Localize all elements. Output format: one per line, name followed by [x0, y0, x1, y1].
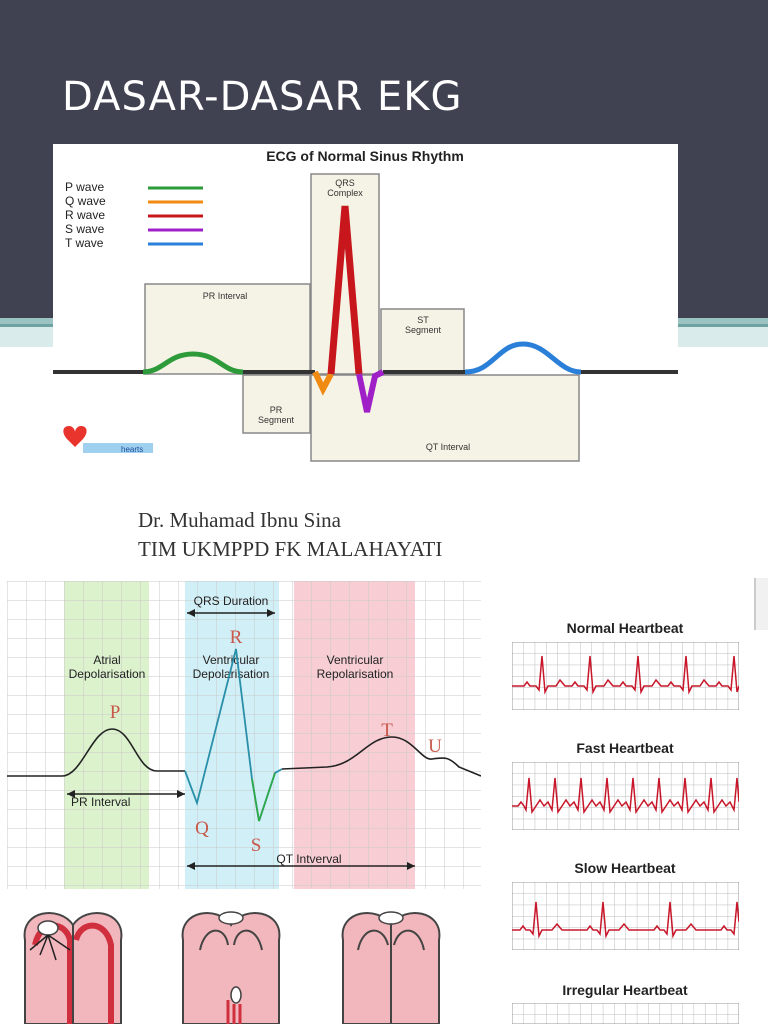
- normal-heartbeat-trace: [512, 655, 739, 695]
- pr-segment-label-2: Segment: [258, 415, 295, 425]
- qrs-label-2: Complex: [327, 188, 363, 198]
- ecg-trace-s: [251, 772, 276, 822]
- r-letter: R: [230, 627, 243, 648]
- pr-interval-label: PR Interval: [203, 291, 248, 301]
- legend-label-t: T wave: [65, 236, 104, 250]
- fast-heartbeat-strip: [512, 762, 739, 830]
- vent-dep-label-2: Depolarisation: [193, 667, 270, 681]
- pr-segment-label-1: PR: [270, 405, 283, 415]
- slide-title: DASAR-DASAR EKG: [62, 74, 463, 120]
- hearts-logo: hearts: [63, 426, 153, 454]
- ecg-trace-p: [7, 728, 185, 777]
- fast-heartbeat-svg: [512, 762, 739, 830]
- normal-heartbeat-strip: [512, 642, 739, 710]
- ecg-trace-tu: [281, 736, 481, 777]
- irregular-heartbeat-svg: [512, 1003, 739, 1024]
- author-affiliation: TIM UKMPPD FK MALAHAYATI: [138, 537, 443, 561]
- heart-logo-icon: [63, 426, 87, 447]
- p-letter: P: [110, 702, 121, 723]
- legend-label-r: R wave: [65, 208, 105, 222]
- pr-segment-box: [242, 374, 311, 434]
- heart-illustration-atrial: [23, 912, 123, 1024]
- ecg-normal-sinus-svg: ECG of Normal Sinus Rhythm P wave Q wave…: [53, 144, 678, 466]
- legend-label-q: Q wave: [65, 194, 106, 208]
- irregular-heartbeat-label: Irregular Heartbeat: [562, 982, 688, 998]
- vent-dep-label-1: Ventricular: [203, 653, 260, 667]
- p-wave-trace: [142, 351, 244, 375]
- t-letter: T: [381, 720, 393, 741]
- author-name: Dr. Muhamad Ibnu Sina: [138, 508, 341, 532]
- qt-interval-box: [310, 374, 580, 462]
- s-wave-trace: [356, 369, 385, 413]
- t-wave-trace: [464, 341, 582, 375]
- legend-label-s: S wave: [65, 222, 105, 236]
- ecg-figure-title: ECG of Normal Sinus Rhythm: [266, 148, 464, 164]
- slow-heartbeat-trace: [512, 901, 739, 939]
- vent-rep-label-1: Ventricular: [327, 653, 384, 667]
- heart-illustration-ventricular-rep: [341, 911, 441, 1024]
- grid: [512, 1003, 739, 1024]
- st-label-2: Segment: [405, 325, 442, 335]
- logo-banner: [83, 443, 153, 453]
- qt-interval-text: QT Intverval: [276, 852, 341, 866]
- fast-heartbeat-label: Fast Heartbeat: [576, 740, 674, 756]
- slow-heartbeat-label: Slow Heartbeat: [574, 860, 676, 876]
- q-wave-trace: [312, 370, 334, 396]
- heart-illustrations: [0, 900, 480, 1024]
- r-wave-trace: [327, 205, 363, 375]
- legend: P wave Q wave R wave S wave T wave: [65, 180, 203, 250]
- ecg-detail-figure: QRS Duration Atrial Depolarisation Ventr…: [7, 581, 481, 889]
- grid-lines: [7, 581, 481, 889]
- grid: [512, 882, 739, 950]
- vent-rep-label-2: Repolarisation: [317, 667, 394, 681]
- qrs-label-1: QRS: [335, 178, 355, 188]
- ecg-detail-svg: QRS Duration Atrial Depolarisation Ventr…: [7, 581, 481, 889]
- logo-text: hearts: [121, 445, 143, 454]
- heart-illustration-ventricular-dep: [181, 911, 281, 1024]
- s-letter: S: [251, 835, 262, 856]
- u-letter: U: [428, 736, 442, 757]
- legend-label-p: P wave: [65, 180, 104, 194]
- slow-heartbeat-strip: [512, 882, 739, 950]
- grid: [512, 642, 739, 710]
- normal-heartbeat-label: Normal Heartbeat: [566, 620, 684, 636]
- ecg-normal-sinus-figure: ECG of Normal Sinus Rhythm P wave Q wave…: [53, 144, 678, 466]
- qrs-duration-label: QRS Duration: [194, 594, 269, 608]
- q-letter: Q: [195, 818, 209, 839]
- st-label-1: ST: [417, 315, 429, 325]
- pr-interval-text: PR Interval: [71, 795, 130, 809]
- atrial-label-1: Atrial: [93, 653, 120, 667]
- grid: [512, 762, 739, 830]
- qt-interval-label: QT Interval: [426, 442, 470, 452]
- heart-illustrations-svg: [23, 911, 441, 1024]
- irregular-heartbeat-strip: [512, 1003, 739, 1024]
- qrs-complex-box: [310, 173, 380, 375]
- atrial-label-2: Depolarisation: [69, 667, 146, 681]
- slow-heartbeat-svg: [512, 882, 739, 950]
- scrollbar-fragment: [754, 578, 768, 630]
- author-block: Dr. Muhamad Ibnu Sina TIM UKMPPD FK MALA…: [138, 506, 442, 564]
- fast-heartbeat-trace: [512, 777, 739, 815]
- normal-heartbeat-svg: [512, 642, 739, 710]
